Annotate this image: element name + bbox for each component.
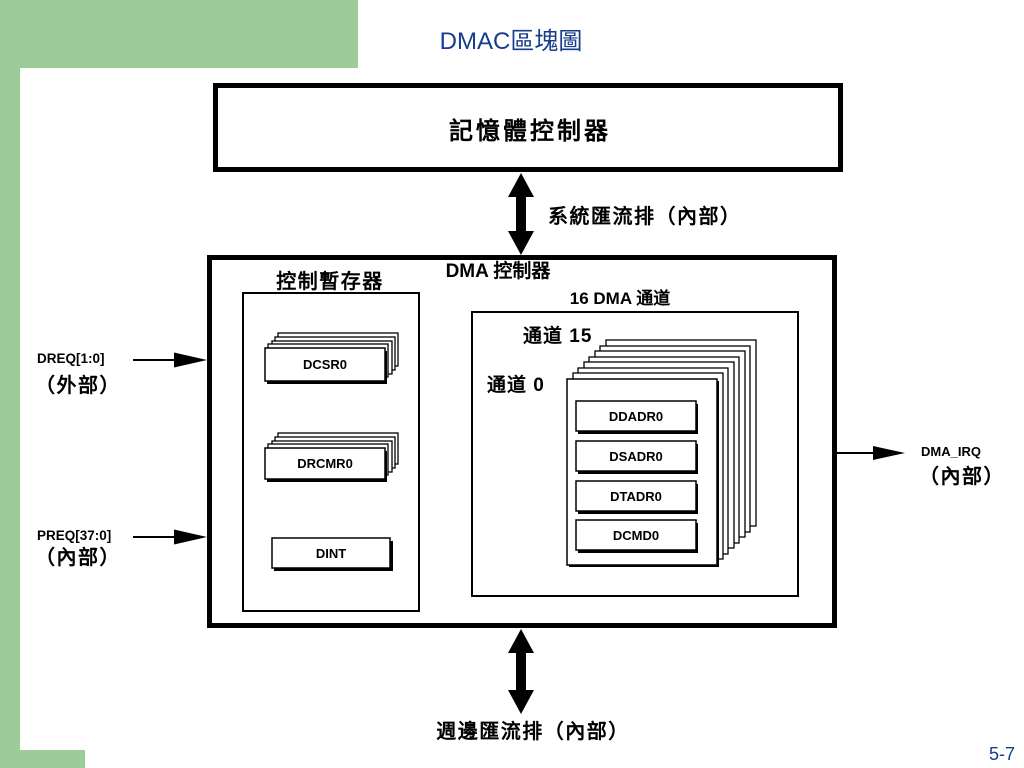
drcmr0-register-label: DRCMR0 xyxy=(297,456,353,471)
control-registers: 控制暫存器 DCSR0 DRCMR0 DINT xyxy=(242,269,420,612)
drcmr0-register-stack: DRCMR0 xyxy=(264,432,399,482)
slide-title: DMAC區塊圖 xyxy=(440,28,583,55)
dcsr0-register-box xyxy=(264,347,386,382)
preq-input: PREQ[37:0] （內部） xyxy=(35,528,207,569)
ddadr0-register-box xyxy=(575,400,697,432)
channel-0-label: 通道 0 xyxy=(487,373,545,396)
dcmd0-register-label: DCMD0 xyxy=(613,528,659,543)
dma-irq-output: DMA_IRQ （內部） xyxy=(837,444,1005,488)
system-bus-arrow xyxy=(508,173,534,255)
dint-register: DINT xyxy=(271,537,393,571)
system-bus: 系統匯流排（內部） xyxy=(508,173,742,255)
dsadr0-register-box xyxy=(575,440,697,472)
preq-signal-label: PREQ[37:0] xyxy=(37,528,111,543)
dcsr0-register-label: DCSR0 xyxy=(303,357,347,372)
peripheral-bus-arrow xyxy=(508,629,534,714)
dreq-scope-label: （外部） xyxy=(35,373,121,397)
dcmd0-register: DCMD0 xyxy=(575,519,698,553)
dint-register-box xyxy=(271,537,391,569)
green-corner-block xyxy=(0,0,358,68)
memory-controller: 記憶體控制器 xyxy=(213,83,843,172)
dma-irq-scope-label: （內部） xyxy=(919,464,1005,488)
dreq-signal-label: DREQ[1:0] xyxy=(37,351,105,366)
page-number: 5-7 xyxy=(989,744,1015,764)
dcsr0-register-stack: DCSR0 xyxy=(264,332,399,384)
dsadr0-register-label: DSADR0 xyxy=(609,449,662,464)
preq-arrow-head xyxy=(174,529,207,545)
dtadr0-register-label: DTADR0 xyxy=(610,489,662,504)
green-left-band xyxy=(0,68,20,768)
channel-15-label: 通道 15 xyxy=(523,324,592,347)
drcmr0-register-box xyxy=(264,447,386,480)
dint-register-label: DINT xyxy=(316,546,346,561)
ddadr0-register: DDADR0 xyxy=(575,400,698,434)
ddadr0-register-label: DDADR0 xyxy=(609,409,663,424)
dcmd0-register-box xyxy=(575,519,697,551)
dma-controller-label: DMA 控制器 xyxy=(446,259,552,282)
memory-controller-box xyxy=(213,83,843,172)
dreq-input: DREQ[1:0] （外部） xyxy=(35,351,207,397)
dreq-arrow-head xyxy=(174,352,207,368)
peripheral-bus: 週邊匯流排（內部） xyxy=(436,629,630,743)
dma-irq-signal-label: DMA_IRQ xyxy=(921,444,981,459)
peripheral-bus-label: 週邊匯流排（內部） xyxy=(436,719,630,743)
dma-irq-arrow-head xyxy=(873,446,905,460)
dtadr0-register: DTADR0 xyxy=(575,480,698,514)
preq-scope-label: （內部） xyxy=(35,545,121,569)
control-registers-title: 控制暫存器 xyxy=(276,269,384,293)
dma-channels-title: 16 DMA 通道 xyxy=(570,288,670,308)
dma-channels: 16 DMA 通道 通道 15 通道 0 DDADR0 DSADR0 xyxy=(471,288,799,597)
green-bottom-block xyxy=(0,750,85,768)
dsadr0-register: DSADR0 xyxy=(575,440,698,474)
memory-controller-label: 記憶體控制器 xyxy=(449,117,611,145)
dtadr0-register-box xyxy=(575,480,697,512)
system-bus-label: 系統匯流排（內部） xyxy=(548,204,742,228)
